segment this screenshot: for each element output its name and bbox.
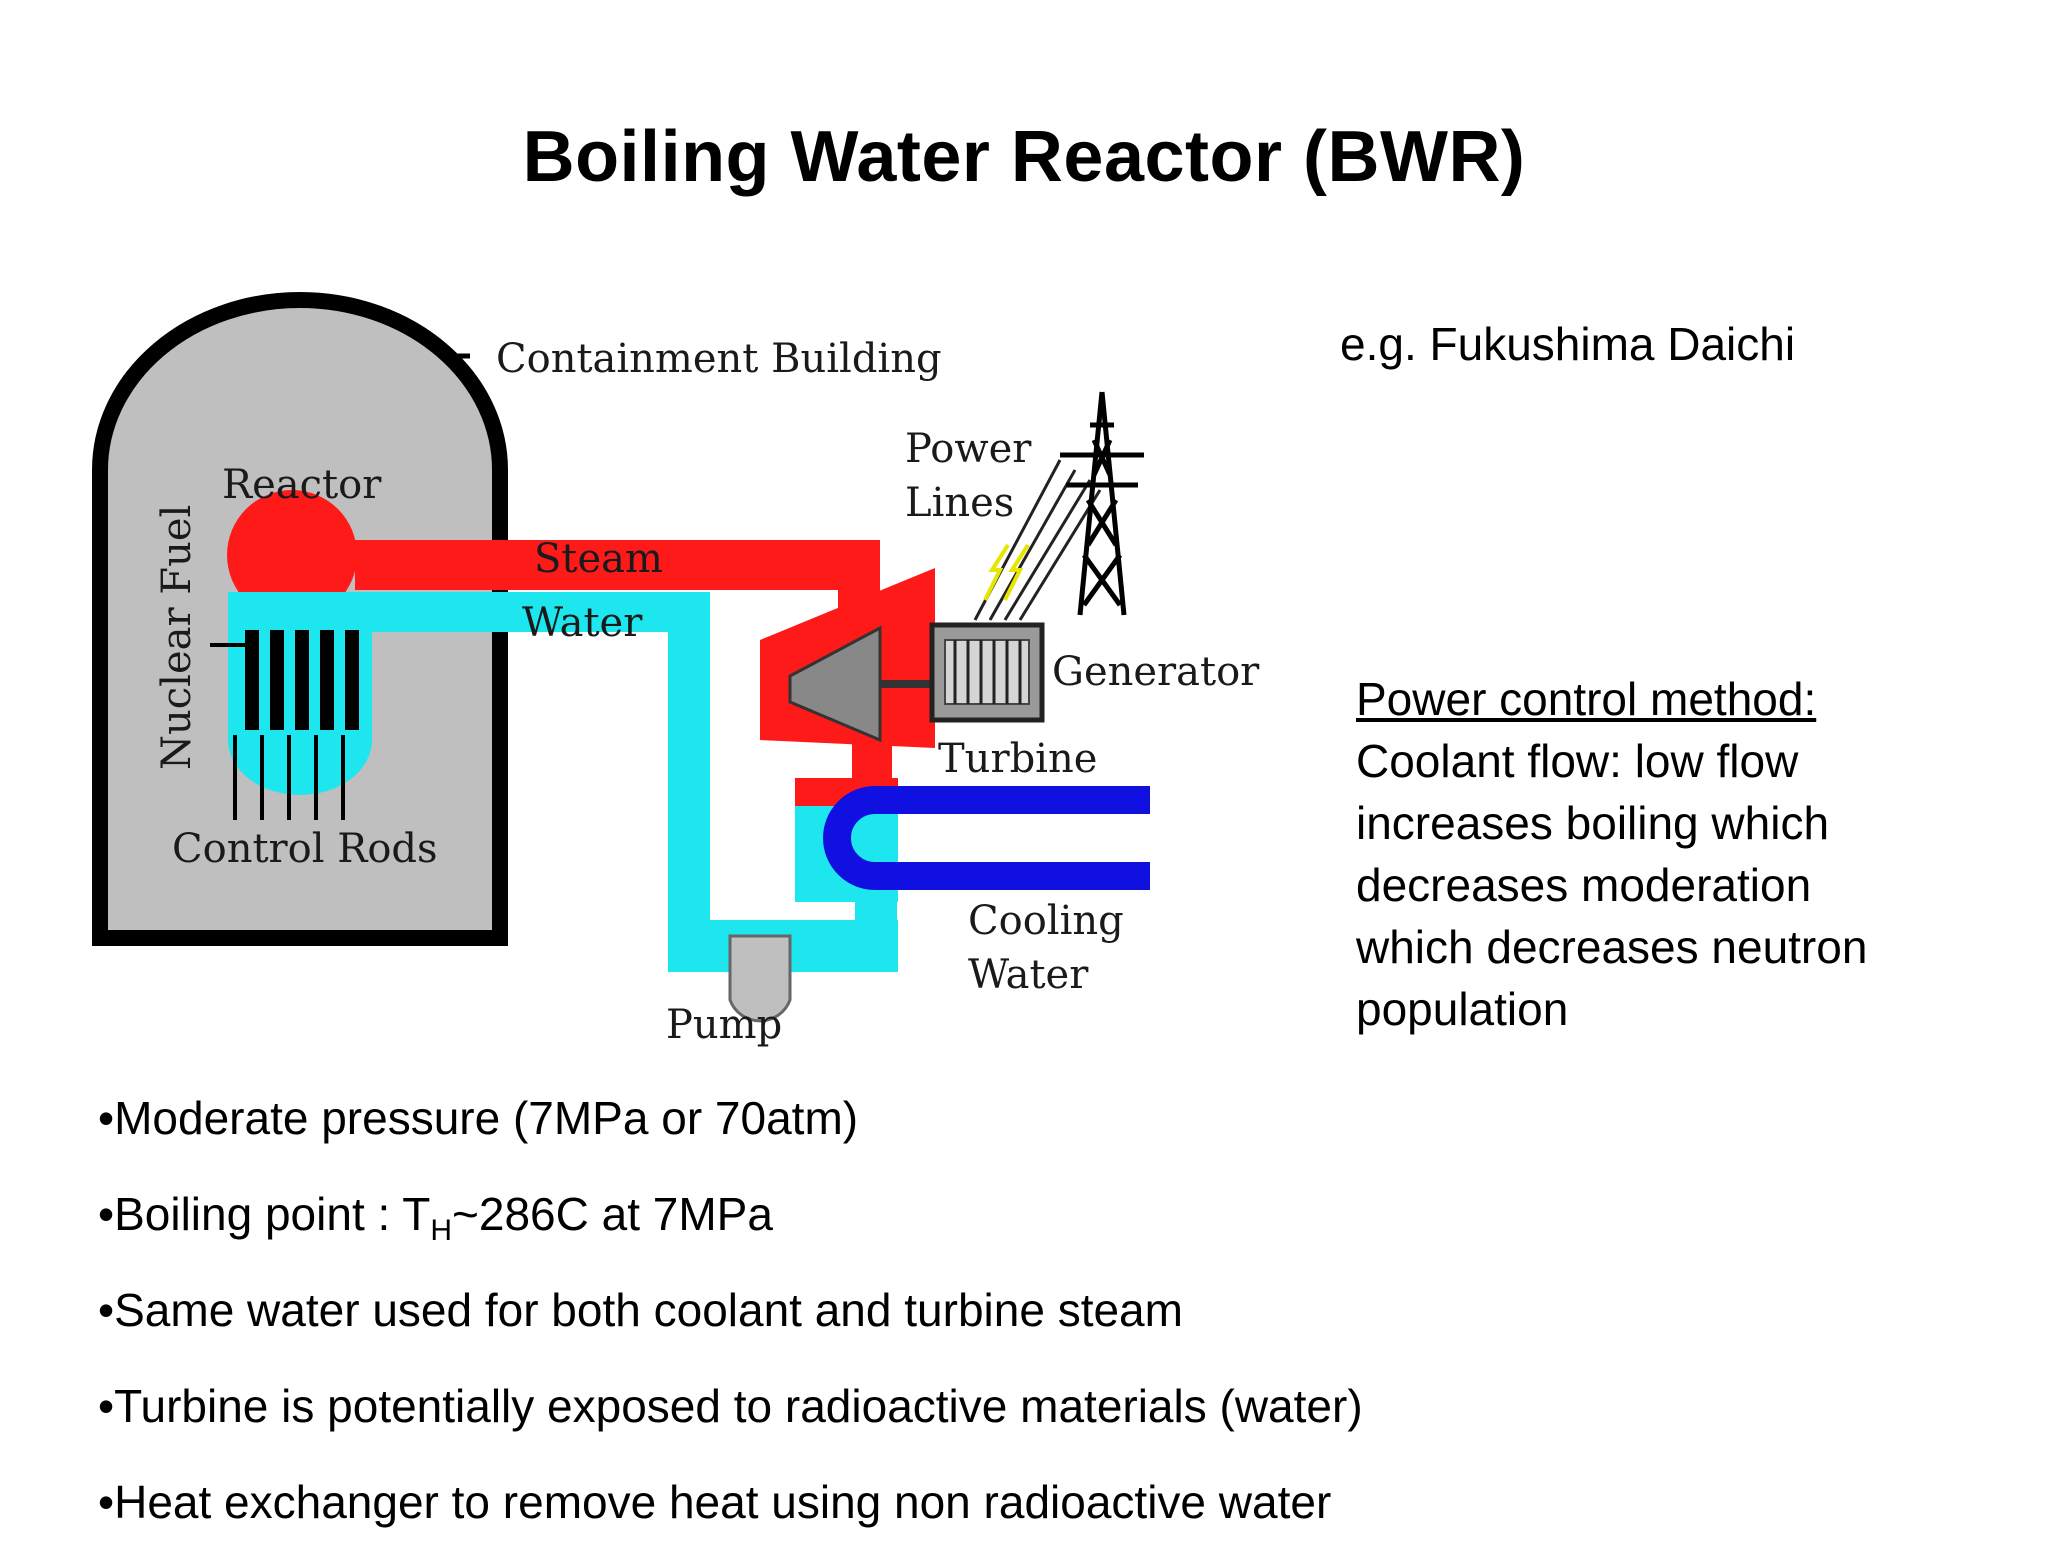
label-water: Water [522,600,643,646]
bullet-list: •Moderate pressure (7MPa or 70atm) •Boil… [98,1088,1998,1568]
method-heading: Power control method: [1356,673,1817,725]
fuel-rods [245,630,359,730]
bullet-item: •Moderate pressure (7MPa or 70atm) [98,1092,859,1144]
label-pump: Pump [666,1002,782,1048]
water-pipe [668,592,898,972]
label-cooling: Cooling [968,898,1124,944]
page-title: Boiling Water Reactor (BWR) [522,117,1526,197]
label-control-rods: Control Rods [172,826,438,872]
bullet-text: •Boiling point : T [98,1188,431,1240]
label-turbine: Turbine [938,736,1097,782]
label-lines: Lines [905,480,1014,526]
label-cooling-water: Water [968,952,1089,998]
label-generator: Generator [1052,649,1260,695]
control-rods [233,735,345,820]
method-line: which decreases neutron [1356,921,1868,973]
method-line: population [1356,983,1569,1035]
method-line: Coolant flow: low flow [1356,735,1799,787]
label-reactor: Reactor [222,462,382,508]
method-line: increases boiling which [1356,797,1830,849]
bullet-text: ~286C at 7MPa [452,1188,773,1240]
turbine [788,625,930,743]
bullet-item: •Boiling point : TH~286C at 7MPa [98,1184,1998,1280]
pump [728,934,792,1023]
subscript: H [430,1214,453,1247]
label-steam: Steam [534,536,663,582]
label-nuclear-fuel: Nuclear Fuel [154,505,200,770]
power-control-method: Power control method: Coolant flow: low … [1356,668,1996,1040]
bwr-diagram: Containment Building Reactor Nuclear Fue… [92,292,1260,1048]
transmission-tower-icon [1060,391,1144,616]
bullet-item: •Same water used for both coolant and tu… [98,1284,1183,1336]
lightning-icon [983,543,1030,601]
bullet-item: •Heat exchanger to remove heat using non… [98,1476,1332,1528]
cooling-loop [823,786,1150,890]
generator [929,622,1045,723]
example-note: e.g. Fukushima Daichi [1340,318,1796,370]
label-power: Power [905,426,1032,472]
label-containment-building: Containment Building [496,336,942,382]
bullet-item: •Turbine is potentially exposed to radio… [98,1380,1363,1432]
method-line: decreases moderation [1356,859,1812,911]
